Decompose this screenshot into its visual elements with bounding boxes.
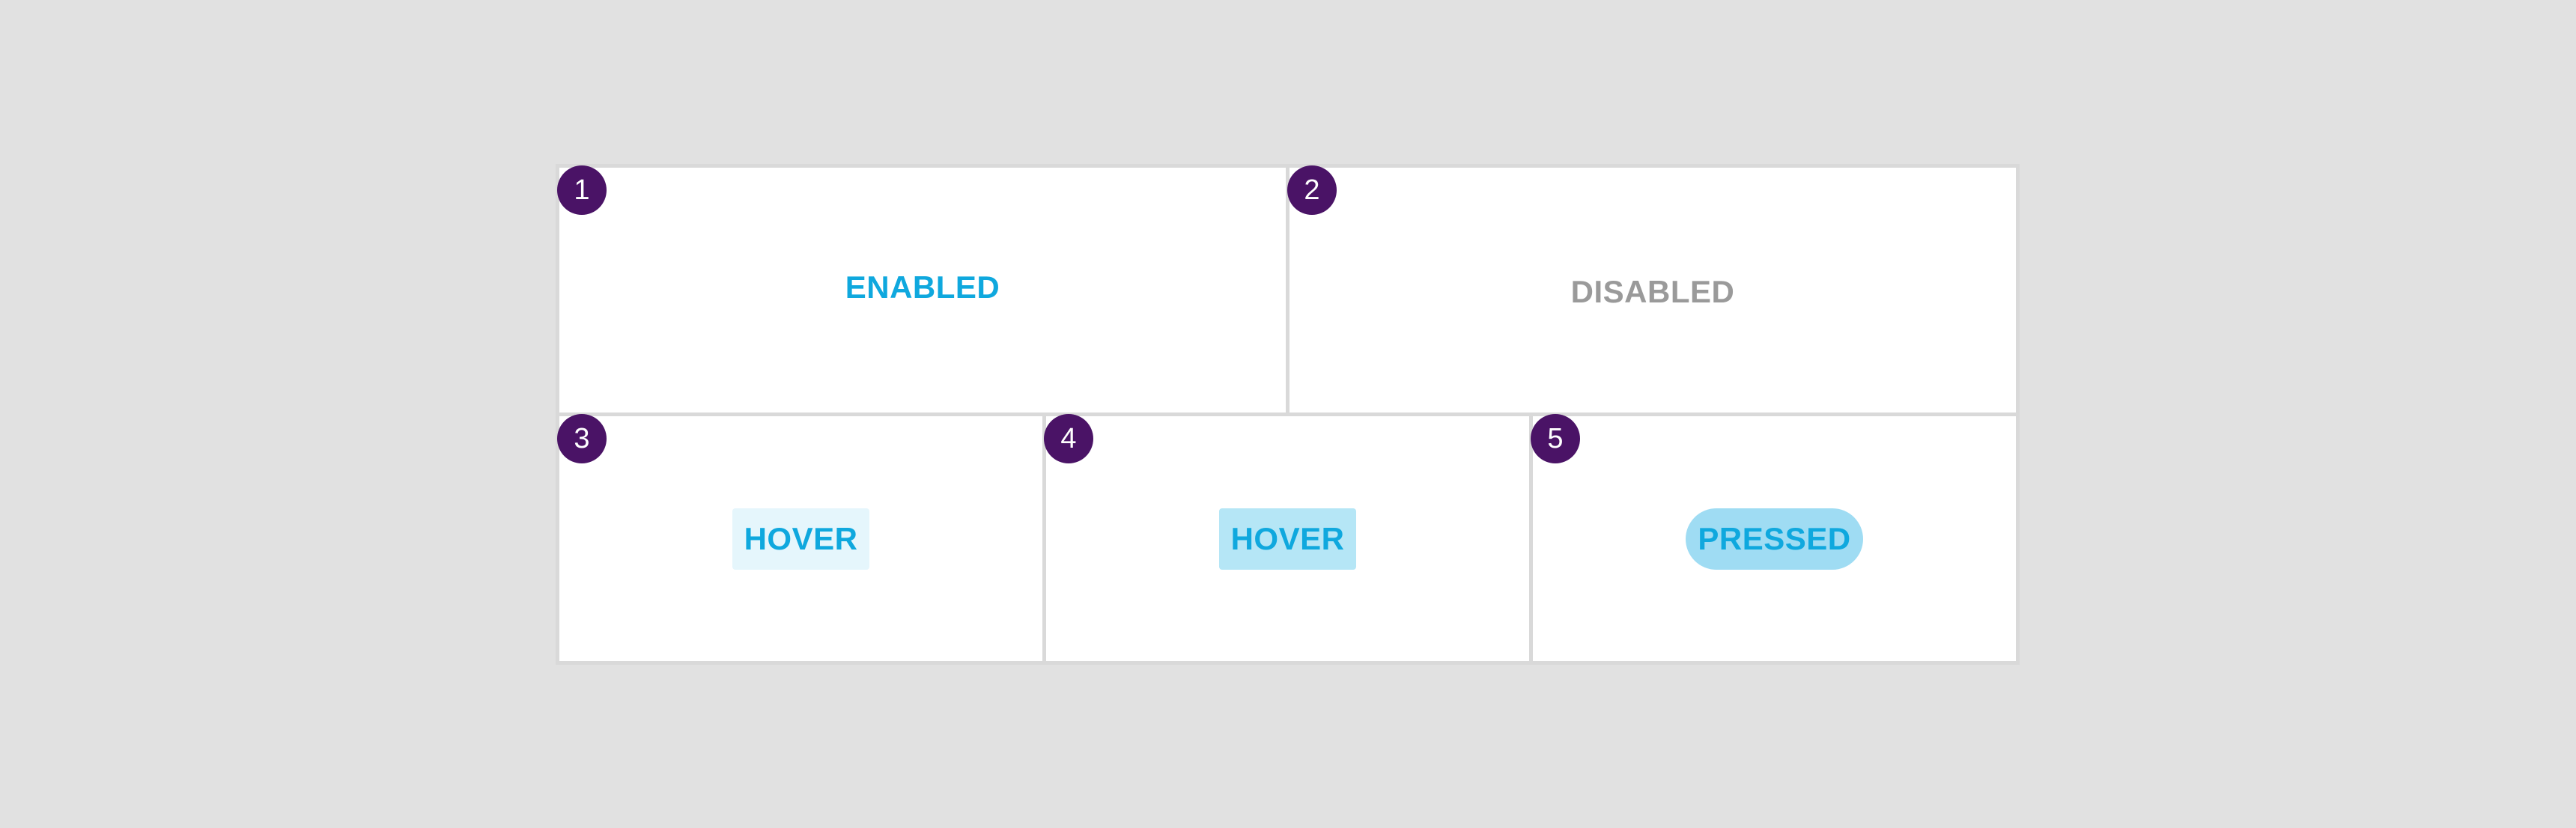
disabled-button: DISABLED <box>1570 273 1735 309</box>
step-badge-1: 1 <box>557 165 607 215</box>
hover-button[interactable]: HOVER <box>1218 508 1357 570</box>
state-cell-pressed: 5 PRESSED <box>1531 414 2016 661</box>
state-cell-hover-light: 3 HOVER <box>557 414 1042 661</box>
hover-light-button[interactable]: HOVER <box>732 508 870 570</box>
pressed-button[interactable]: PRESSED <box>1686 508 1863 570</box>
step-badge-4: 4 <box>1044 414 1093 463</box>
step-badge-2: 2 <box>1287 165 1337 215</box>
enabled-button[interactable]: ENABLED <box>845 269 1000 305</box>
step-badge-5: 5 <box>1531 414 1580 463</box>
state-cell-hover: 4 HOVER <box>1044 414 1529 661</box>
state-cell-disabled: 2 DISABLED <box>1287 165 2016 413</box>
button-states-grid: 1 ENABLED 2 DISABLED 3 HOVER 4 HOVER 5 P… <box>556 164 2020 665</box>
step-badge-3: 3 <box>557 414 607 463</box>
state-cell-enabled: 1 ENABLED <box>557 165 1286 413</box>
